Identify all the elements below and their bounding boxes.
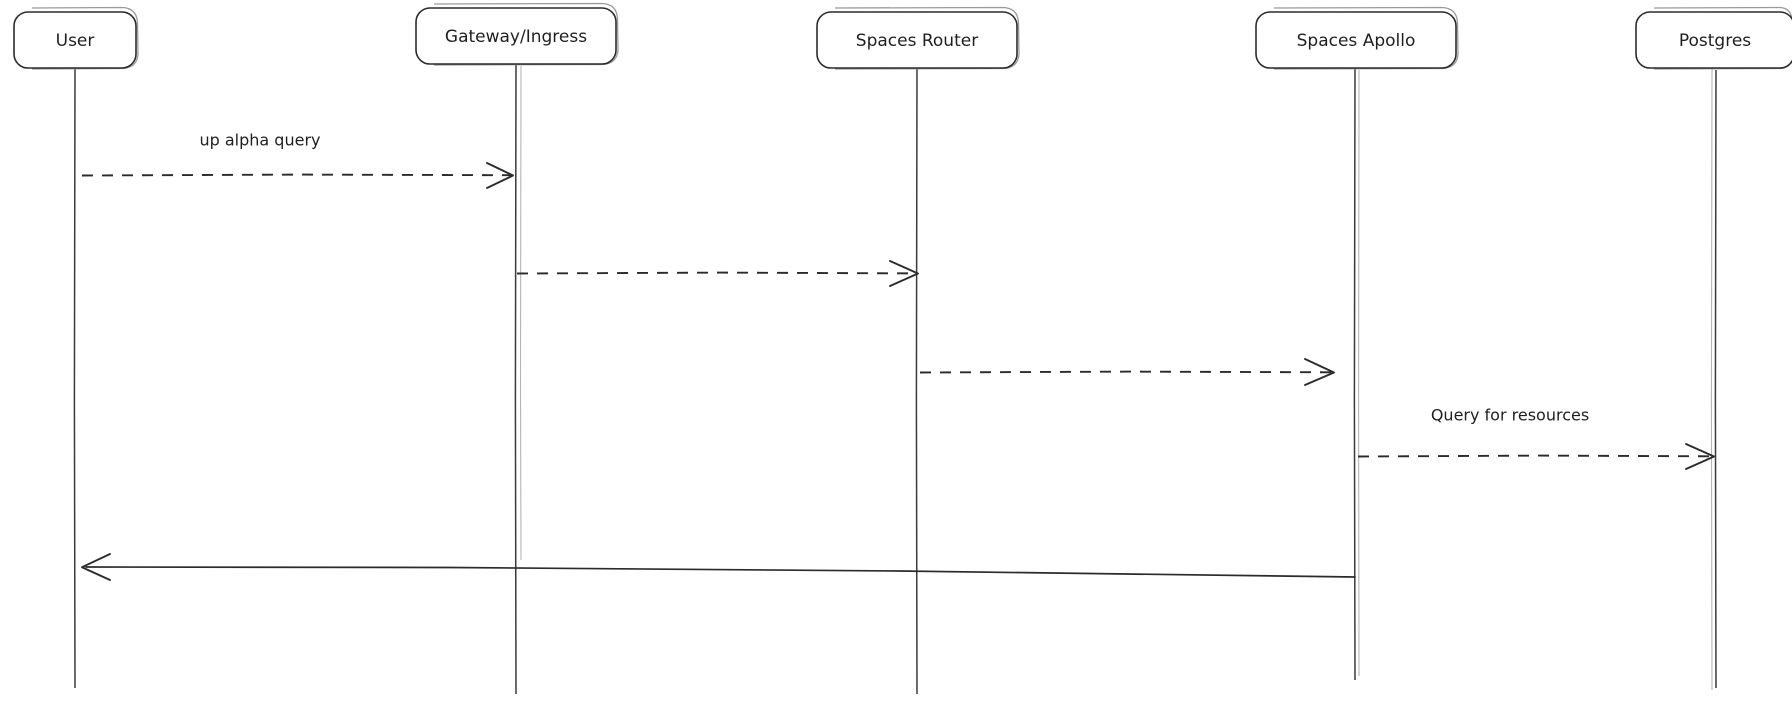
participant-box-user[interactable] <box>13 11 137 69</box>
message-arrowhead-2 <box>889 260 919 287</box>
message-line-1 <box>81 173 513 177</box>
participant-postgres[interactable]: Postgres <box>1635 6 1792 70</box>
message-line-3 <box>919 370 1334 374</box>
lifeline-user <box>73 67 76 689</box>
participant-spaces-apollo[interactable]: Spaces Apollo <box>1255 6 1459 70</box>
participant-box-spaces-apollo[interactable] <box>1255 11 1457 69</box>
message-3[interactable] <box>919 358 1335 386</box>
message-2[interactable] <box>516 260 919 287</box>
participant-box-spaces-router[interactable] <box>816 11 1018 69</box>
lifeline-spaces-router <box>915 67 918 695</box>
message-5[interactable] <box>81 553 1356 581</box>
message-label-4: Query for resources <box>1431 406 1589 425</box>
message-line-5 <box>85 566 1356 578</box>
participant-box-gateway[interactable] <box>415 7 617 65</box>
lifeline-spaces-apollo <box>1353 67 1360 681</box>
participant-user[interactable]: User <box>13 6 139 70</box>
lifeline-gateway <box>514 63 522 695</box>
message-arrowhead-4 <box>1685 443 1715 470</box>
message-4[interactable]: Query for resources <box>1357 406 1715 470</box>
lifelines-group <box>73 63 1717 695</box>
message-line-4 <box>1357 454 1713 458</box>
participant-label-gateway: Gateway/Ingress <box>445 27 587 47</box>
message-line-2 <box>516 271 918 275</box>
participant-label-postgres: Postgres <box>1679 31 1751 51</box>
participant-label-user: User <box>56 31 95 51</box>
participant-label-spaces-apollo: Spaces Apollo <box>1297 31 1416 51</box>
participant-gateway[interactable]: Gateway/Ingress <box>415 2 619 66</box>
participant-label-spaces-router: Spaces Router <box>856 31 978 51</box>
message-arrowhead-3 <box>1304 358 1335 386</box>
message-label-1: up alpha query <box>199 131 320 150</box>
lifeline-postgres <box>1710 67 1717 691</box>
message-arrowhead-5 <box>81 553 111 581</box>
participant-spaces-router[interactable]: Spaces Router <box>816 6 1020 70</box>
participant-box-postgres[interactable] <box>1635 11 1792 69</box>
message-arrowhead-1 <box>486 162 514 189</box>
message-1[interactable]: up alpha query <box>81 131 514 189</box>
